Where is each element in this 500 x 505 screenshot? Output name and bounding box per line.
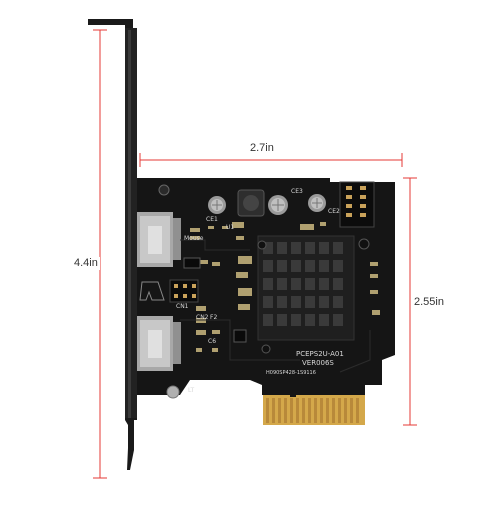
capacitor-ce3 <box>268 195 288 215</box>
silk-c6: C6 <box>208 338 217 345</box>
width-dimension-line <box>139 153 403 167</box>
width-dimension-label: 2.7in <box>248 142 276 155</box>
heatsink <box>257 235 370 354</box>
ic-chips <box>169 257 247 343</box>
silk-ce3: CE3 <box>291 188 303 195</box>
silk-u1: U1 <box>226 224 235 231</box>
metal-bracket <box>88 19 137 470</box>
capacitor-ce1 <box>208 196 226 214</box>
pcb-traces <box>180 239 371 373</box>
pcb-height-dimension-label: 2.55in <box>412 296 446 309</box>
capacitor-ce2 <box>308 194 326 212</box>
silk-lt: LT <box>188 387 195 394</box>
inductor <box>237 189 265 217</box>
pcb-height-dimension-line <box>403 177 417 426</box>
pin-header <box>339 181 375 228</box>
silk-model: PCEPS2U-A01 <box>296 350 344 358</box>
silk-ce1: CE1 <box>206 216 218 223</box>
usb-port-bottom <box>137 316 181 371</box>
silk-ce2: CE2 <box>328 208 340 215</box>
silk-cn2: CN2 <box>196 314 209 321</box>
mounting-hole-bottom <box>166 385 180 399</box>
gold-fingers <box>266 398 359 423</box>
silk-version: VER006S <box>302 359 334 367</box>
height-dimension-label: 4.4in <box>72 257 100 270</box>
mounting-hole-top <box>158 184 170 196</box>
silk-f2: F2 <box>210 314 218 321</box>
silk-cn1: CN1 <box>176 303 189 310</box>
silk-mouse: Mouse <box>184 235 204 242</box>
height-dimension-line <box>93 29 107 479</box>
silk-serial: H090SP428-1S9116 <box>266 370 316 376</box>
bracket-cutout <box>139 281 165 301</box>
usb-port-top <box>137 212 181 267</box>
